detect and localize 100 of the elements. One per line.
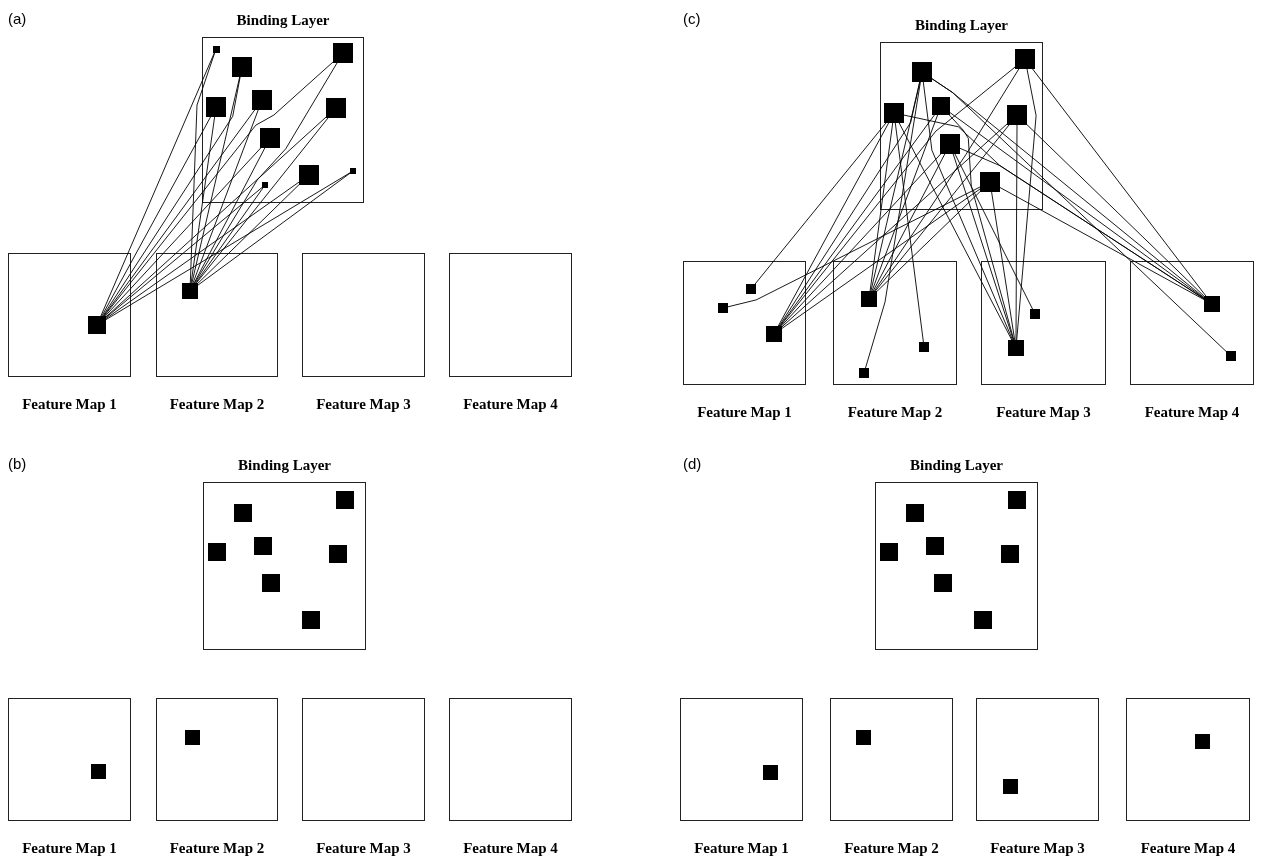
connection-line xyxy=(999,187,1205,301)
connection-line xyxy=(190,116,216,284)
connection-line xyxy=(931,78,1227,352)
map-label: Feature Map 4 xyxy=(1144,404,1240,421)
unit-square xyxy=(859,368,869,378)
connection-line xyxy=(101,116,211,317)
connection-line xyxy=(194,62,338,284)
map-label: Feature Map 3 xyxy=(996,404,1091,421)
connection-line xyxy=(192,109,259,284)
connection-line xyxy=(948,114,1015,341)
map-label: Feature Map 1 xyxy=(697,404,792,421)
connection-line xyxy=(865,81,921,369)
unit-square xyxy=(980,172,1000,192)
layer-title: Binding Layer xyxy=(910,457,1003,474)
connection-line xyxy=(872,153,946,292)
connection-line xyxy=(754,122,887,285)
connection-line xyxy=(727,186,981,308)
map-label: Feature Map 4 xyxy=(463,840,558,857)
connection-line xyxy=(959,147,1205,300)
unit-square xyxy=(762,764,778,780)
unit-square xyxy=(262,574,280,592)
connection-line xyxy=(1026,124,1205,297)
unit-square xyxy=(1030,309,1040,319)
connection-line xyxy=(871,114,939,292)
connection-line xyxy=(781,123,1008,328)
connection-line xyxy=(952,153,1014,341)
unit-square xyxy=(1001,545,1019,563)
unit-square xyxy=(350,168,356,174)
connection-line xyxy=(189,52,216,284)
connection-line xyxy=(197,172,351,286)
unit-square xyxy=(336,491,354,509)
connection-line xyxy=(103,61,334,317)
panel-label: (c) xyxy=(683,10,701,27)
unit-square xyxy=(1226,351,1236,361)
connection-line xyxy=(105,172,351,321)
unit-square xyxy=(90,763,106,779)
connection-line xyxy=(103,109,256,317)
unit-square xyxy=(940,134,960,154)
unit-square xyxy=(260,128,280,148)
unit-square xyxy=(333,43,353,63)
connection-line xyxy=(894,122,924,343)
unit-square xyxy=(1204,296,1220,312)
unit-square xyxy=(208,543,226,561)
map-label: Feature Map 1 xyxy=(694,840,789,857)
connection-line xyxy=(100,52,215,317)
unit-square xyxy=(232,57,252,77)
map-label: Feature Map 4 xyxy=(1140,840,1236,857)
unit-square xyxy=(934,574,952,592)
layer-title: Binding Layer xyxy=(238,457,331,474)
connection-line xyxy=(195,117,329,284)
map-label: Feature Map 3 xyxy=(316,840,411,857)
unit-square xyxy=(884,103,904,123)
connection-line xyxy=(779,114,935,327)
connection-line xyxy=(874,124,1010,292)
unit-square xyxy=(1015,49,1035,69)
unit-square xyxy=(329,545,347,563)
unit-square xyxy=(906,504,924,522)
connection-line xyxy=(102,76,241,317)
connection-line xyxy=(954,153,1033,310)
connection-line xyxy=(195,187,264,284)
unit-square xyxy=(326,98,346,118)
connection-line xyxy=(898,122,1013,341)
connection-line xyxy=(104,147,262,317)
map-label: Feature Map 1 xyxy=(22,840,117,857)
connection-line xyxy=(1015,124,1018,341)
unit-square xyxy=(184,729,200,745)
connection-line xyxy=(780,153,942,327)
connection-line xyxy=(781,188,981,329)
unit-square xyxy=(746,284,756,294)
unit-square xyxy=(254,537,272,555)
panel-label: (b) xyxy=(8,455,27,472)
unit-square xyxy=(1008,340,1024,356)
panel-label: (a) xyxy=(8,10,27,27)
unit-square xyxy=(299,165,319,185)
unit-square xyxy=(252,90,272,110)
unit-square xyxy=(919,342,929,352)
connection-line xyxy=(105,187,263,318)
unit-square xyxy=(1002,778,1018,794)
map-label: Feature Map 2 xyxy=(169,396,265,413)
connection-line xyxy=(191,76,241,284)
unit-square xyxy=(880,543,898,561)
unit-square xyxy=(88,316,106,334)
map-label: Feature Map 2 xyxy=(847,404,943,421)
layer-title: Binding Layer xyxy=(915,17,1008,34)
unit-square xyxy=(1194,733,1210,749)
connection-line xyxy=(193,147,266,284)
connection-line xyxy=(922,81,1014,341)
unit-square xyxy=(855,729,871,745)
connection-line xyxy=(197,184,300,284)
unit-square xyxy=(926,537,944,555)
connection-line xyxy=(991,191,1016,341)
unit-square xyxy=(932,97,950,115)
map-label: Feature Map 2 xyxy=(844,840,939,857)
connection-line xyxy=(869,122,894,292)
panel-label: (d) xyxy=(683,455,702,472)
unit-square xyxy=(234,504,252,522)
unit-square xyxy=(974,611,992,629)
map-label: Feature Map 3 xyxy=(316,396,411,413)
unit-square xyxy=(1007,105,1027,125)
connection-line xyxy=(1016,68,1037,341)
